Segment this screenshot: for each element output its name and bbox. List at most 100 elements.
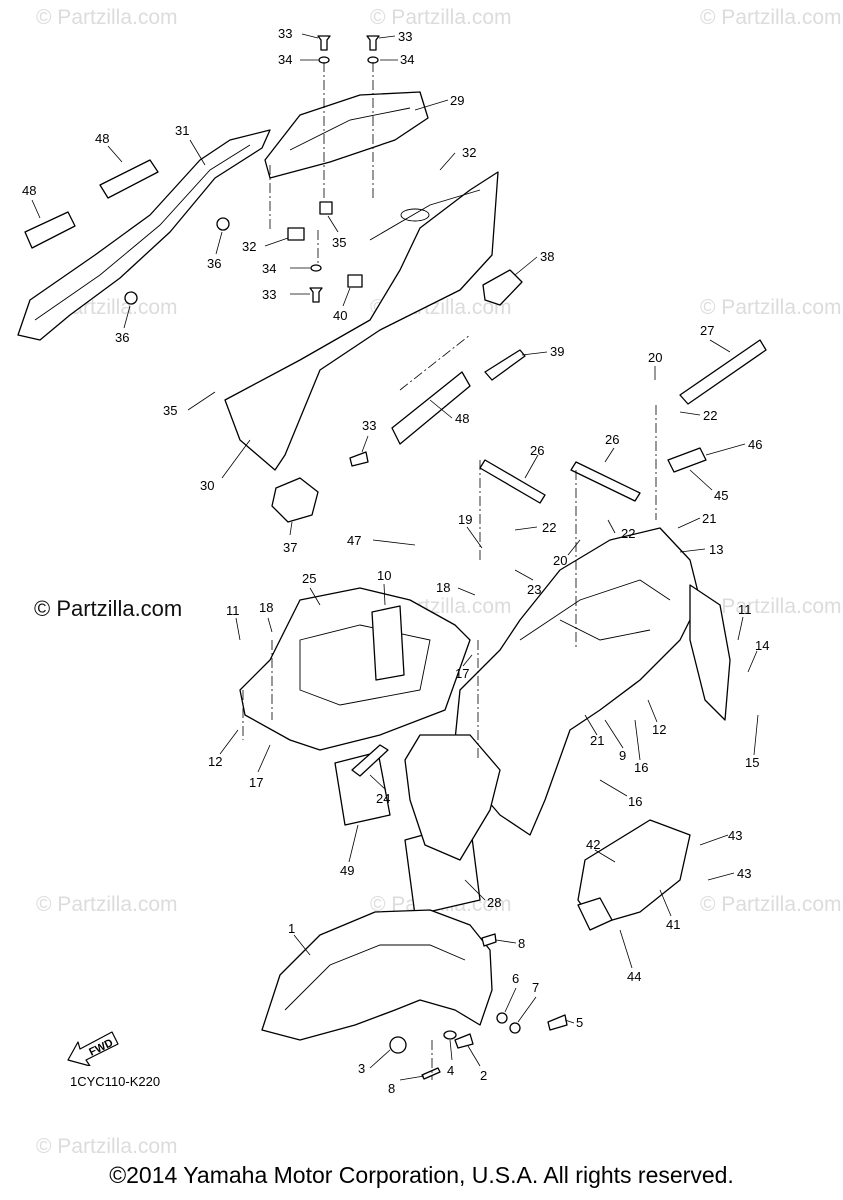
callout-18: 18 xyxy=(436,580,450,595)
watermark-strong: © Partzilla.com xyxy=(34,596,183,621)
rear-cowl-29 xyxy=(264,91,429,179)
watermark: © Partzilla.com xyxy=(36,1135,178,1158)
decal-48 xyxy=(391,371,471,445)
callout-45: 45 xyxy=(714,488,728,503)
side-cover-31 xyxy=(17,129,271,341)
strap-24 xyxy=(351,744,389,777)
callout-49: 49 xyxy=(340,863,354,878)
callout-5: 5 xyxy=(576,1015,583,1030)
callout-34: 34 xyxy=(400,52,414,67)
watermark: © Partzilla.com xyxy=(36,893,178,916)
callout-28: 28 xyxy=(487,895,501,910)
callout-20: 20 xyxy=(553,553,567,568)
callout-48: 48 xyxy=(95,131,109,146)
callout-32: 32 xyxy=(242,239,256,254)
callout-14: 14 xyxy=(755,638,769,653)
callout-22: 22 xyxy=(703,408,717,423)
callout-32: 32 xyxy=(462,145,476,160)
callout-22: 22 xyxy=(621,526,635,541)
callout-29: 29 xyxy=(450,93,464,108)
watermark: © Partzilla.com xyxy=(370,6,512,29)
callout-20: 20 xyxy=(648,350,662,365)
callout-48: 48 xyxy=(22,183,36,198)
watermark: © Partzilla.com xyxy=(700,595,842,618)
callout-19: 19 xyxy=(458,512,472,527)
callout-33: 33 xyxy=(278,26,292,41)
callout-22: 22 xyxy=(542,520,556,535)
nut-32 xyxy=(287,227,305,241)
callout-23: 23 xyxy=(527,582,541,597)
watermark: © Partzilla.com xyxy=(700,6,842,29)
strap-26 xyxy=(479,459,546,504)
rivet-36 xyxy=(124,291,138,305)
callout-6: 6 xyxy=(512,971,519,986)
callout-41: 41 xyxy=(666,917,680,932)
callout-36: 36 xyxy=(115,330,129,345)
damper-40 xyxy=(347,274,363,288)
decal-48 xyxy=(24,211,76,249)
screw-33 xyxy=(366,35,380,51)
clip-6 xyxy=(496,1012,508,1024)
callout-11: 11 xyxy=(738,602,752,617)
callout-31: 31 xyxy=(175,123,189,138)
collar-3 xyxy=(389,1036,407,1054)
fwd-arrow-icon: FWD xyxy=(67,1031,119,1066)
diagram-code: 1CYC110-K220 xyxy=(70,1074,161,1089)
callout-26: 26 xyxy=(530,443,544,458)
callout-40: 40 xyxy=(333,308,347,323)
decal-48 xyxy=(99,159,159,199)
tape-8 xyxy=(481,933,497,947)
callout-42: 42 xyxy=(586,837,600,852)
watermark: © Partzilla.com xyxy=(700,893,842,916)
callout-48: 48 xyxy=(455,411,469,426)
bolt-2 xyxy=(454,1033,474,1049)
callout-12: 12 xyxy=(208,754,222,769)
callout-46: 46 xyxy=(748,437,762,452)
fwd-label: FWD xyxy=(87,1037,115,1059)
callout-16: 16 xyxy=(628,794,642,809)
callout-8: 8 xyxy=(388,1081,395,1096)
damper-38 xyxy=(482,269,523,306)
callout-21: 21 xyxy=(702,511,716,526)
callout-4: 4 xyxy=(447,1063,454,1078)
callout-18: 18 xyxy=(259,600,273,615)
washer-34 xyxy=(310,264,322,272)
callout-38: 38 xyxy=(540,249,554,264)
screw-33 xyxy=(317,35,331,51)
callout-35: 35 xyxy=(332,235,346,250)
callout-25: 25 xyxy=(302,571,316,586)
battery-box-10 xyxy=(239,587,471,751)
callout-36: 36 xyxy=(207,256,221,271)
washer-4 xyxy=(443,1030,457,1040)
rivet-36 xyxy=(216,217,230,231)
callout-11: 11 xyxy=(226,603,240,618)
watermark: © Partzilla.com xyxy=(700,296,842,319)
callout-8: 8 xyxy=(518,936,525,951)
callout-2: 2 xyxy=(480,1068,487,1083)
callout-30: 30 xyxy=(200,478,214,493)
callout-17: 17 xyxy=(455,666,469,681)
strap-27 xyxy=(679,339,767,405)
tape-8 xyxy=(421,1067,441,1080)
callout-13: 13 xyxy=(709,542,723,557)
callout-43: 43 xyxy=(737,866,751,881)
copyright: ©2014 Yamaha Motor Corporation, U.S.A. A… xyxy=(109,1162,734,1188)
callout-24: 24 xyxy=(376,791,390,806)
rear-fender-main xyxy=(454,527,701,836)
callout-33: 33 xyxy=(262,287,276,302)
front-fender-1 xyxy=(261,909,493,1041)
screw-33 xyxy=(309,287,323,303)
callout-9: 9 xyxy=(619,748,626,763)
strip-39 xyxy=(484,349,526,381)
strap-26 xyxy=(570,461,641,502)
plate-49 xyxy=(334,751,391,826)
callout-33: 33 xyxy=(398,29,412,44)
callout-3: 3 xyxy=(358,1061,365,1076)
rear-cowl-30 xyxy=(224,171,499,471)
callout-33: 33 xyxy=(362,418,376,433)
callout-35: 35 xyxy=(163,403,177,418)
callout-47: 47 xyxy=(347,533,361,548)
callout-12: 12 xyxy=(652,722,666,737)
inner-fender xyxy=(404,734,501,861)
